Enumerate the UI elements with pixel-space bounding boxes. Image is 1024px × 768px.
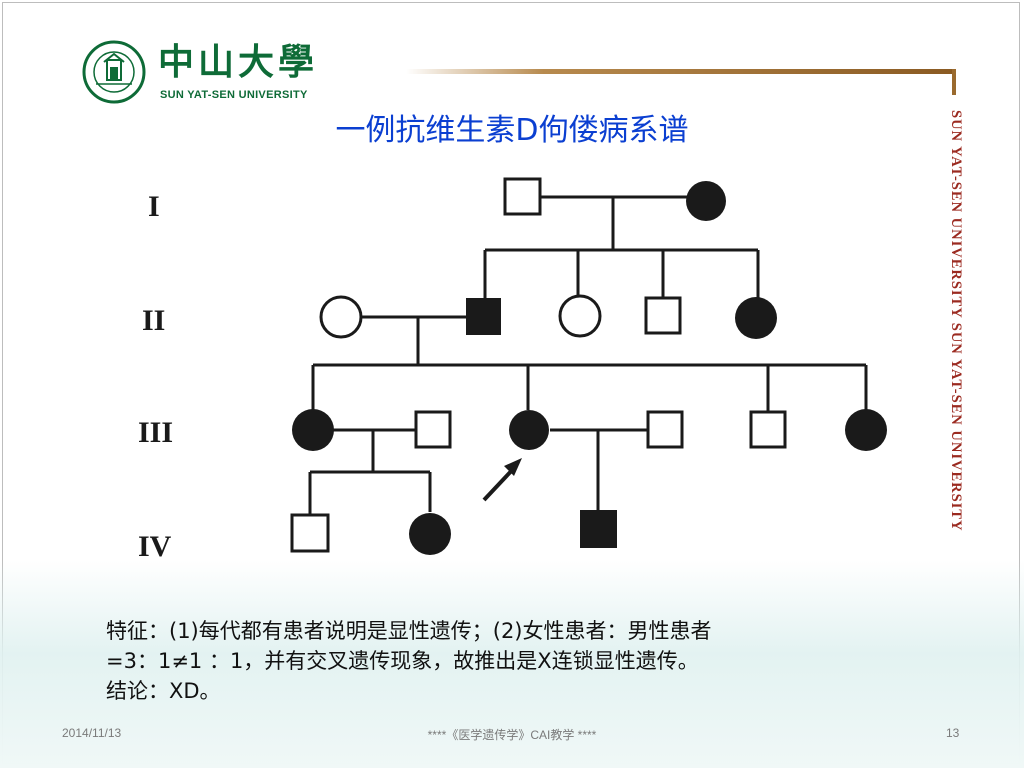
- background-wash: [0, 560, 1024, 768]
- pedigree-affected-female-iv2: [409, 513, 451, 555]
- pedigree-affected-female-iii3-proband: [509, 410, 549, 450]
- university-seal-icon: [82, 40, 146, 104]
- pedigree-affected-female-i2: [686, 181, 726, 221]
- proband-arrow-icon: [482, 458, 522, 502]
- header-rule-end: [952, 69, 956, 95]
- pedigree-male-iii2: [414, 410, 452, 449]
- pedigree-male-ii4: [644, 296, 682, 335]
- side-banner: SUN YAT-SEN UNIVERSITY SUN YAT-SEN UNIVE…: [948, 110, 964, 532]
- feature-line-1: 特征：(1)每代都有患者说明是显性遗传；(2)女性患者：男性患者: [106, 619, 712, 643]
- slide-title: 一例抗维生素D佝偻病系谱: [335, 113, 689, 148]
- pedigree-chart: I II III IV: [138, 177, 887, 563]
- generation-label-iv: IV: [138, 530, 172, 563]
- pedigree-male-iii5: [749, 410, 787, 449]
- pedigree-female-ii1: [319, 295, 363, 339]
- pedigree-male-i1: [503, 177, 542, 216]
- feature-line-2: =3：1≠1 ：1，并有交叉遗传现象，故推出是X连锁显性遗传。: [106, 649, 699, 673]
- pedigree-affected-female-iii1: [292, 409, 334, 451]
- header-rule: [406, 69, 956, 74]
- pedigree-male-iv1: [290, 513, 330, 553]
- footer-page-number: 13: [946, 726, 960, 740]
- conclusion-text: 特征：(1)每代都有患者说明是显性遗传；(2)女性患者：男性患者 =3：1≠1 …: [106, 616, 926, 706]
- university-name-cn: 中山大學: [158, 41, 319, 83]
- generation-label-iii: III: [138, 416, 173, 449]
- pedigree-affected-female-iii6: [845, 409, 887, 451]
- conclusion-line: 结论：XD。: [106, 679, 221, 703]
- pedigree-female-ii3: [558, 294, 602, 338]
- pedigree-affected-female-ii5: [735, 297, 777, 339]
- footer-date: 2014/11/13: [62, 726, 122, 740]
- footer-course: ****《医学遗传学》CAI教学 ****: [427, 728, 597, 742]
- pedigree-affected-male-ii2: [466, 298, 501, 335]
- generation-label-ii: II: [142, 304, 165, 337]
- university-name-en: SUN YAT-SEN UNIVERSITY: [160, 89, 308, 101]
- generation-label-i: I: [148, 190, 160, 223]
- pedigree-male-iii4: [646, 410, 684, 449]
- pedigree-affected-male-iv3: [580, 510, 617, 548]
